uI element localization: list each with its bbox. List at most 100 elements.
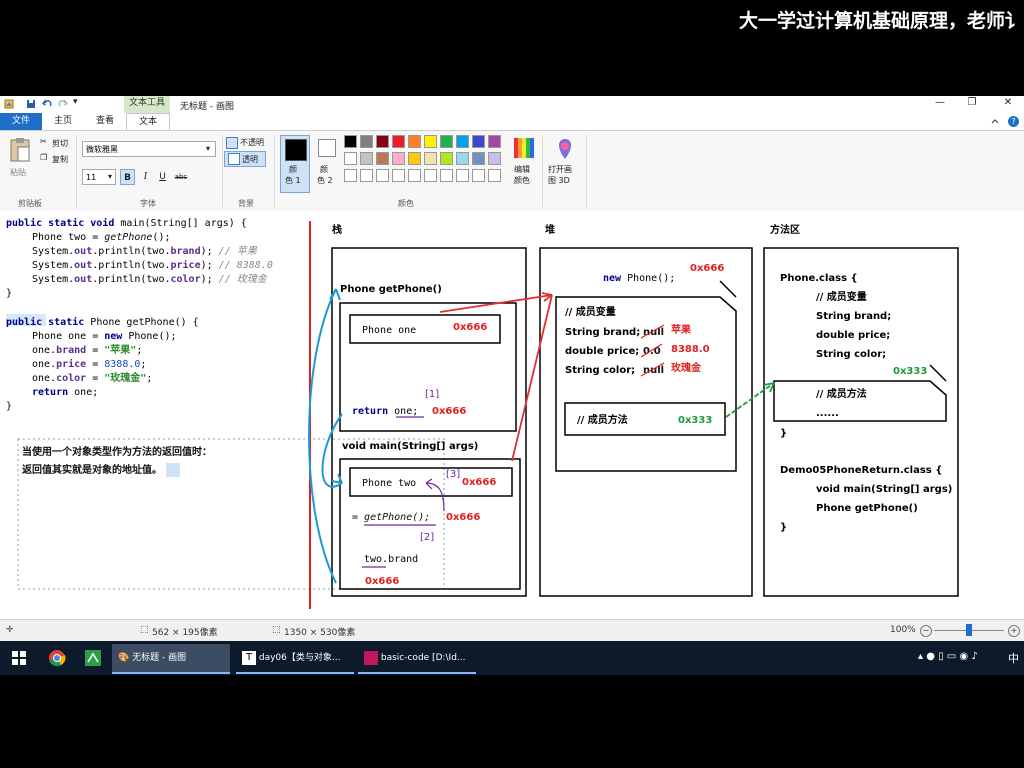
ime-indicator[interactable]: 中 <box>1008 652 1019 665</box>
transparent-button[interactable]: 透明 <box>242 155 258 164</box>
color2-label-line2: 色 2 <box>317 176 333 185</box>
underline-button[interactable]: U <box>159 172 166 182</box>
background-group-label: 背景 <box>238 199 254 208</box>
heap-object-box <box>555 296 737 472</box>
cut-icon[interactable]: ✂ <box>40 137 47 146</box>
save-icon[interactable] <box>26 99 36 109</box>
edit-colors-line2[interactable]: 颜色 <box>514 176 530 185</box>
copy-button[interactable]: 复制 <box>52 155 68 164</box>
palette-swatch[interactable] <box>488 135 501 148</box>
sheet-app-icon[interactable] <box>84 649 102 667</box>
palette-swatch[interactable] <box>440 152 453 165</box>
undo-icon[interactable] <box>42 99 52 109</box>
svg-text:}: } <box>6 288 12 299</box>
copy-icon[interactable]: ❐ <box>40 153 48 162</box>
font-family-select[interactable]: 微软雅黑 <box>82 141 216 157</box>
transparent-icon[interactable] <box>228 153 240 165</box>
palette-swatch[interactable] <box>392 169 405 182</box>
tab-file[interactable]: 文件 <box>0 113 42 130</box>
paint-app-icon <box>4 99 14 109</box>
palette-swatch[interactable] <box>456 135 469 148</box>
note-line1: 当使用一个对象类型作为方法的返回值时： <box>22 445 212 458</box>
zoom-in-button[interactable]: + <box>1008 625 1020 637</box>
opaque-icon[interactable] <box>226 137 238 149</box>
heap-box <box>539 247 753 597</box>
new-phone-expr: new Phone(); <box>603 273 675 284</box>
palette-swatch[interactable] <box>392 152 405 165</box>
palette-swatch[interactable] <box>376 152 389 165</box>
green-arrow-methods <box>725 382 775 418</box>
cut-button[interactable]: 剪切 <box>52 139 68 148</box>
palette-swatch[interactable] <box>456 169 469 182</box>
method-area-title: 方法区 <box>770 223 800 236</box>
brand-old-value: null <box>643 327 664 338</box>
assign-expression: = getPhone(); <box>352 512 430 523</box>
chrome-icon[interactable] <box>48 649 66 667</box>
tab-view[interactable]: 查看 <box>95 116 114 126</box>
rainbow-palette-icon[interactable] <box>513 137 535 159</box>
palette-swatch[interactable] <box>424 152 437 165</box>
text-tools-context-tab: 文本工具 <box>124 96 170 113</box>
taskbar-app-paint[interactable]: 🎨 无标题 - 画图 <box>112 644 230 674</box>
italic-button[interactable]: I <box>143 172 148 182</box>
palette-swatch[interactable] <box>456 152 469 165</box>
red-arrow-one-to-heap <box>439 294 553 313</box>
palette-swatch[interactable] <box>360 169 373 182</box>
taskbar-app-idea[interactable]: basic-code [D:\Id... <box>358 644 476 674</box>
palette-swatch[interactable] <box>408 135 421 148</box>
taskbar-app-typora[interactable]: T day06【类与对象... <box>236 644 354 674</box>
tab-text[interactable]: 文本 <box>126 113 170 132</box>
palette-swatch[interactable] <box>376 135 389 148</box>
maximize-button[interactable]: ❐ <box>967 97 977 108</box>
canvas[interactable]: public static void main(String[] args) {… <box>0 211 1024 617</box>
palette-swatch[interactable] <box>488 152 501 165</box>
palette-swatch[interactable] <box>488 169 501 182</box>
palette-swatch[interactable] <box>344 135 357 148</box>
brand-strike <box>640 324 665 339</box>
palette-swatch[interactable] <box>360 135 373 148</box>
video-bottom-bar <box>0 675 1024 768</box>
palette-swatch[interactable] <box>344 152 357 165</box>
collapse-ribbon-icon[interactable] <box>990 117 1000 127</box>
palette-swatch[interactable] <box>408 152 421 165</box>
palette-swatch[interactable] <box>344 169 357 182</box>
help-button[interactable]: ? <box>1008 116 1019 127</box>
tray-icons[interactable]: ▴ ● ▯ ▭ ◉ ♪ <box>918 651 978 662</box>
palette-swatch[interactable] <box>472 135 485 148</box>
text-selection-box[interactable] <box>17 438 445 590</box>
windows-start-icon[interactable] <box>12 651 26 665</box>
color2-swatch[interactable] <box>318 139 336 157</box>
canvas-size: 1350 × 530像素 <box>284 628 356 638</box>
edit-colors-line1[interactable]: 编辑 <box>514 165 530 174</box>
zoom-out-button[interactable]: − <box>920 625 932 637</box>
palette-swatch[interactable] <box>472 152 485 165</box>
minimize-button[interactable]: — <box>935 97 945 108</box>
font-size-select[interactable]: 11 <box>82 169 116 185</box>
zoom-slider-thumb[interactable] <box>966 624 972 636</box>
opaque-button[interactable]: 不透明 <box>240 138 264 147</box>
paint3d-icon[interactable] <box>554 137 576 161</box>
palette-swatch[interactable] <box>360 152 373 165</box>
paste-button[interactable]: 粘贴 <box>10 168 26 177</box>
step-1-label: [1] <box>425 389 439 400</box>
stack-box <box>331 247 527 597</box>
palette-swatch[interactable] <box>408 169 421 182</box>
paste-icon[interactable] <box>8 137 32 163</box>
return-arrow-blue <box>321 413 343 488</box>
palette-swatch[interactable] <box>472 169 485 182</box>
palette-swatch[interactable] <box>424 169 437 182</box>
paint3d-line1[interactable]: 打开画 <box>548 165 572 174</box>
bold-button[interactable]: B <box>120 169 135 185</box>
palette-swatch[interactable] <box>440 135 453 148</box>
selection-size: 562 × 195像素 <box>152 628 218 638</box>
palette-swatch[interactable] <box>376 169 389 182</box>
palette-swatch[interactable] <box>424 135 437 148</box>
redo-icon[interactable] <box>58 99 68 109</box>
palette-swatch[interactable] <box>440 169 453 182</box>
close-button[interactable]: ✕ <box>1003 97 1013 108</box>
palette-swatch[interactable] <box>392 135 405 148</box>
quick-access-dropdown-icon[interactable]: ▾ <box>73 97 78 107</box>
tab-home[interactable]: 主页 <box>53 116 72 126</box>
paint3d-line2[interactable]: 图 3D <box>548 176 570 185</box>
strikethrough-button[interactable]: abc <box>174 173 188 181</box>
